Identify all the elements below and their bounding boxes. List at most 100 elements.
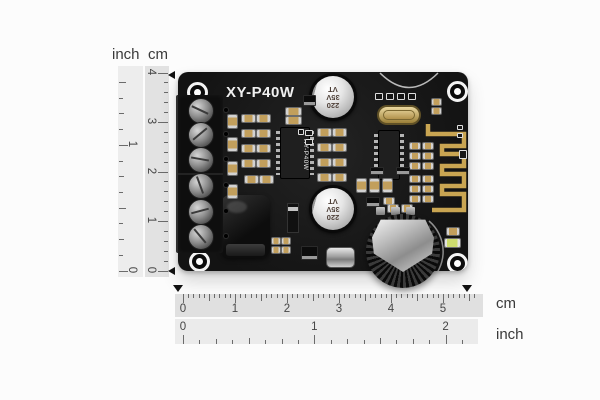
- silkscreen-arc: [379, 72, 439, 89]
- smd-resistor: [423, 196, 433, 202]
- ruler-tick: [163, 131, 168, 133]
- ruler-tick: [302, 294, 304, 298]
- ruler-tick: [235, 294, 236, 303]
- ruler-tick: [188, 294, 190, 298]
- ruler-tick: [183, 335, 184, 344]
- smd-resistor: [257, 130, 270, 137]
- smd-resistor: [423, 163, 433, 169]
- ruler-tick: [401, 294, 403, 298]
- board-right-edge-marker: [462, 285, 472, 292]
- ruler-tick: [255, 294, 257, 298]
- ruler-tick: [232, 340, 234, 344]
- ruler-tick: [163, 260, 168, 262]
- smd-resistor: [245, 176, 258, 183]
- terminal-screw: [188, 122, 214, 148]
- terminal-screw: [188, 147, 214, 173]
- ruler-tick: [365, 294, 366, 301]
- ruler-tick: [323, 294, 325, 298]
- ruler-tick: [287, 294, 288, 303]
- smd-resistor: [242, 145, 255, 152]
- ruler-tick: [119, 191, 123, 193]
- ruler-tick: [458, 294, 460, 298]
- potentiometer-pin: [391, 207, 400, 215]
- ruler-tick: [250, 294, 252, 298]
- ruler-tick: [406, 294, 408, 298]
- ruler-tick: [276, 294, 278, 298]
- solder-pad: [375, 93, 383, 100]
- horizontal-ruler-cm-label: cm: [496, 295, 516, 312]
- ruler-number: 1: [126, 140, 138, 147]
- smd-resistor: [318, 159, 331, 166]
- ruler-tick: [313, 294, 314, 301]
- smd-resistor: [384, 198, 394, 204]
- ruler-tick: [209, 294, 210, 301]
- ruler-tick: [158, 122, 164, 123]
- through-hole: [224, 183, 228, 187]
- ruler-tick: [261, 294, 262, 301]
- smd-resistor: [410, 176, 420, 182]
- ruler-tick: [469, 294, 470, 301]
- mounting-hole: [189, 251, 210, 271]
- ruler-tick: [198, 294, 200, 298]
- ruler-tick: [215, 338, 217, 344]
- ruler-tick: [163, 211, 168, 213]
- ruler-number: 4: [145, 68, 157, 75]
- ruler-number: 5: [439, 303, 447, 315]
- smd-resistor: [333, 159, 346, 166]
- smd-resistor: [260, 176, 273, 183]
- ruler-tick: [281, 294, 283, 298]
- board-model-silkscreen: XY-P40W: [226, 84, 295, 101]
- ruler-tick: [163, 201, 168, 203]
- ruler-tick: [448, 294, 450, 298]
- dc-power-jack: [221, 195, 270, 258]
- through-hole: [224, 157, 228, 161]
- sot23-transistor: [301, 246, 318, 260]
- ruler-tick: [163, 230, 168, 232]
- ruler-tick: [119, 176, 124, 178]
- solder-pad: [408, 93, 416, 100]
- ruler-tick: [474, 294, 476, 298]
- ruler-tick: [163, 141, 168, 143]
- through-hole: [224, 108, 228, 112]
- ruler-tick: [266, 294, 268, 298]
- ruler-tick: [248, 337, 250, 344]
- ruler-tick: [411, 294, 413, 298]
- smd-resistor: [242, 115, 255, 122]
- capacitor-marking-line: 35V: [326, 205, 340, 215]
- solder-pad: [459, 150, 467, 159]
- ruler-tick: [391, 294, 392, 303]
- terminal-screw: [188, 98, 214, 124]
- smd-resistor: [318, 144, 331, 151]
- ruler-tick: [158, 221, 164, 222]
- smd-capacitor: [383, 179, 392, 192]
- ruler-tick: [432, 294, 434, 298]
- ruler-tick: [347, 338, 349, 344]
- ruler-tick: [463, 294, 465, 298]
- smd-resistor: [286, 108, 301, 115]
- smd-resistor: [423, 143, 433, 149]
- smd-resistor: [423, 153, 433, 159]
- ruler-tick: [163, 112, 168, 114]
- ruler-tick: [183, 294, 184, 303]
- smd-resistor: [432, 99, 441, 105]
- ruler-tick: [292, 294, 294, 298]
- ruler-tick: [396, 294, 398, 298]
- ruler-tick: [119, 81, 126, 83]
- terminal-screw: [188, 199, 214, 225]
- ruler-tick: [158, 72, 164, 74]
- ruler-tick: [119, 254, 123, 256]
- ruler-tick: [380, 294, 382, 298]
- ruler-tick: [379, 337, 381, 344]
- ruler-tick: [163, 92, 168, 94]
- ruler-tick: [163, 151, 168, 153]
- ruler-number: 1: [311, 321, 318, 333]
- sot23-transistor: [303, 95, 316, 106]
- smd-resistor: [423, 186, 433, 192]
- ruler-number: 3: [335, 303, 343, 315]
- ruler-tick: [119, 223, 123, 225]
